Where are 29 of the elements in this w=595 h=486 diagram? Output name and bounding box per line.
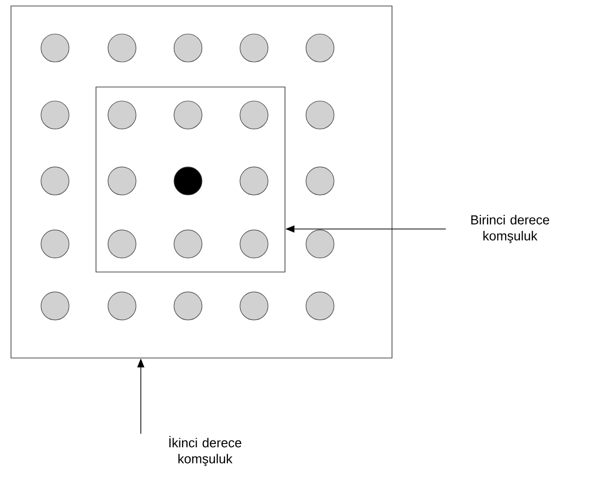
center-dot [174,166,202,196]
grid-dot [306,166,334,196]
grid-dot [240,230,268,258]
grid-dot [108,100,136,130]
inner-square [96,86,286,272]
label-text: İkinci derece komşuluk [169,436,242,466]
grid-dot [108,166,136,196]
grid-dot [306,34,334,62]
grid-dot [306,100,334,130]
grid-dot [306,230,334,258]
grid-dot [306,292,334,320]
grid-dot [240,34,268,62]
grid-dot [40,34,70,62]
grid-dot [40,292,70,320]
grid-dot [174,292,202,320]
grid-dot [240,166,268,196]
grid-dot [240,100,268,130]
outer-square [10,6,392,358]
grid-dot [174,100,202,130]
label-text: Birinci derece komşuluk [471,214,550,244]
grid-dot [174,34,202,62]
grid-dot [108,34,136,62]
grid-dot [40,230,70,258]
grid-dot [240,292,268,320]
grid-dot [108,230,136,258]
grid-dot [40,100,70,130]
grid-dot [108,292,136,320]
grid-dot [174,230,202,258]
grid-dot [40,166,70,196]
